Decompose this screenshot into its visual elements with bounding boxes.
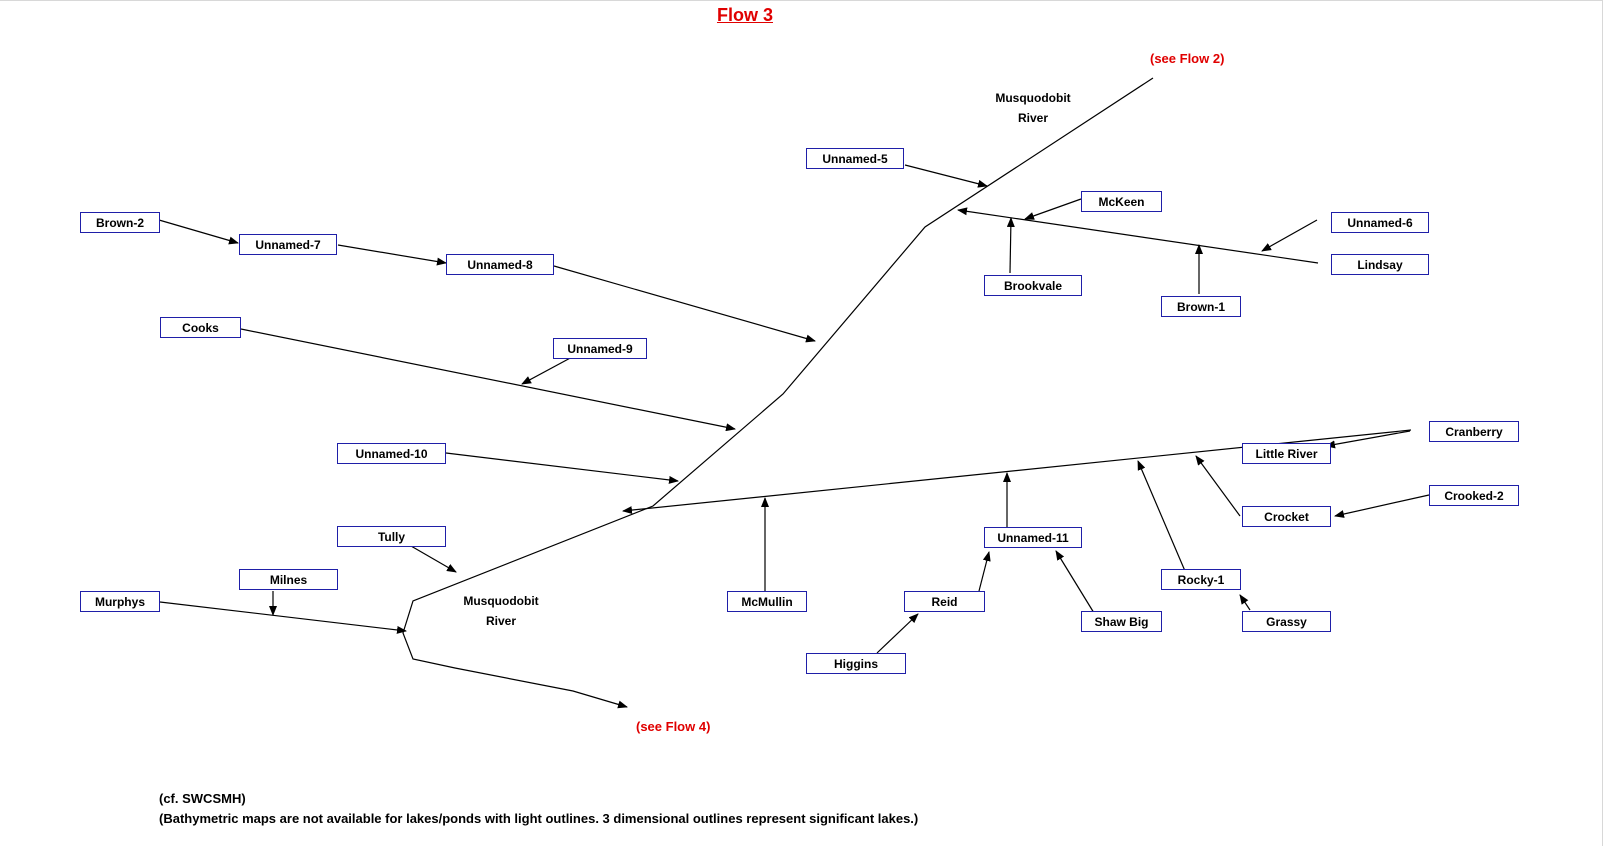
lake-grassy: Grassy — [1242, 611, 1331, 632]
shaw-big-arrow — [1055, 550, 1095, 614]
unnamed5-arrow — [904, 164, 988, 188]
unnamed8-arrow — [553, 265, 816, 343]
lake-cooks: Cooks — [160, 317, 241, 338]
river-label-lower-line2: River — [485, 614, 517, 628]
lake-mckeen: McKeen — [1081, 191, 1162, 212]
cranberry-arrow — [1325, 430, 1411, 449]
river-label-lower: Musquodobit River — [446, 591, 556, 631]
murphys-arrow — [159, 601, 407, 634]
lake-unnamed-11: Unnamed-11 — [984, 527, 1082, 548]
lake-lindsay: Lindsay — [1331, 254, 1429, 275]
disclaimer-note: (Bathymetric maps are not available for … — [159, 811, 919, 826]
source-note: (cf. SWCSMH) — [159, 791, 246, 806]
lake-unnamed-7: Unnamed-7 — [239, 234, 337, 255]
river-label-upper-line2: River — [1017, 111, 1049, 125]
rocky1-arrow — [1137, 460, 1186, 572]
cooks-arrow — [240, 328, 736, 432]
lake-shaw-big: Shaw Big — [1081, 611, 1162, 632]
lake-mcmullin: McMullin — [727, 591, 807, 612]
brookvale-arrow — [1006, 217, 1015, 274]
lake-tully: Tully — [337, 526, 446, 547]
diagram-title: Flow 3 — [716, 5, 773, 25]
lake-little-river: Little River — [1242, 443, 1331, 464]
crocket-arrow — [1195, 455, 1241, 517]
crooked2-arrow — [1334, 494, 1430, 518]
lake-crooked-2: Crooked-2 — [1429, 485, 1519, 506]
lake-unnamed-9: Unnamed-9 — [553, 338, 647, 359]
lake-unnamed-10: Unnamed-10 — [337, 443, 446, 464]
lindsay-branch — [957, 207, 1319, 264]
see-flow-2-label: (see Flow 2) — [1150, 51, 1225, 66]
tully-arrow — [410, 545, 457, 573]
lake-reid: Reid — [904, 591, 985, 612]
lake-brown-2: Brown-2 — [80, 212, 160, 233]
lake-rocky-1: Rocky-1 — [1161, 569, 1241, 590]
unnamed7-arrow — [337, 244, 447, 266]
lake-brown-1: Brown-1 — [1161, 296, 1241, 317]
lake-cranberry: Cranberry — [1429, 421, 1519, 442]
unnamed9-arrow — [521, 355, 575, 385]
lake-unnamed-6: Unnamed-6 — [1331, 212, 1429, 233]
lake-higgins: Higgins — [806, 653, 906, 674]
river-label-upper: Musquodobit River — [978, 88, 1088, 128]
see-flow-4-label: (see Flow 4) — [636, 719, 711, 734]
unnamed10-arrow — [445, 452, 679, 484]
river-label-upper-line1: Musquodobit — [995, 91, 1071, 105]
grassy-arrow — [1239, 594, 1251, 611]
river-label-lower-line1: Musquodobit — [463, 594, 539, 608]
lake-brookvale: Brookvale — [984, 275, 1082, 296]
higgins-arrow — [876, 613, 919, 654]
unnamed6-arrow — [1261, 219, 1318, 252]
lake-unnamed-5: Unnamed-5 — [806, 148, 904, 169]
mckeen-arrow — [1024, 198, 1082, 220]
lake-murphys: Murphys — [80, 591, 160, 612]
lake-unnamed-8: Unnamed-8 — [446, 254, 554, 275]
brown2-arrow — [158, 219, 239, 245]
musquodobit-river-main — [402, 77, 1154, 709]
reid-arrow — [978, 551, 991, 592]
lake-milnes: Milnes — [239, 569, 338, 590]
lake-crocket: Crocket — [1242, 506, 1331, 527]
